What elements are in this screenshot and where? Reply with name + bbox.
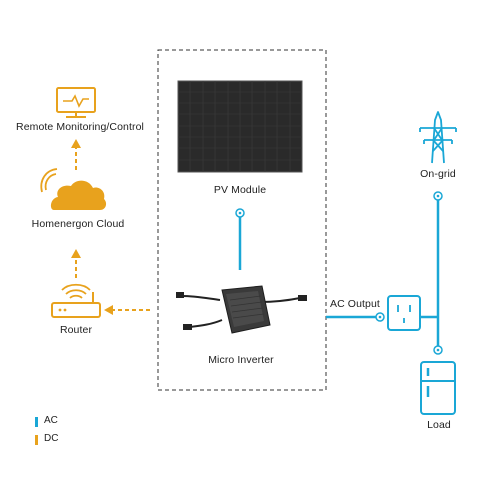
solar-panel-icon <box>177 80 303 173</box>
legend-dc-swatch <box>35 435 38 445</box>
pv-connector <box>235 208 245 270</box>
legend-dc-label: DC <box>44 433 59 444</box>
cloud-label: Homenergon Cloud <box>31 218 125 230</box>
refrigerator-icon <box>420 361 456 415</box>
system-boundary <box>157 49 327 391</box>
monitor-icon <box>56 87 96 118</box>
remote-monitoring-label: Remote Monitoring/Control <box>16 121 144 133</box>
legend-ac-swatch <box>35 417 38 427</box>
grid-connector <box>433 191 443 201</box>
on-grid-label: On-grid <box>420 168 456 180</box>
pv-module-label: PV Module <box>213 184 267 196</box>
power-tower-icon <box>419 111 457 164</box>
legend-dc: DC <box>35 433 59 445</box>
load-connector <box>433 345 443 355</box>
dc-link-router-cloud <box>71 249 81 278</box>
outlet-icon <box>387 295 421 331</box>
ac-output-connector <box>375 312 385 322</box>
ac-output-label: AC Output <box>330 298 380 310</box>
cloud-icon <box>40 168 107 210</box>
micro-inverter-icon <box>176 285 307 334</box>
router-label: Router <box>59 324 93 336</box>
micro-inverter-label: Micro Inverter <box>208 354 274 366</box>
router-icon <box>51 283 101 318</box>
dc-link-inverter-router <box>104 305 150 315</box>
legend-ac: AC <box>35 415 58 427</box>
legend-ac-label: AC <box>44 415 58 426</box>
dc-link-cloud-monitor <box>71 139 81 170</box>
load-label: Load <box>427 419 451 431</box>
